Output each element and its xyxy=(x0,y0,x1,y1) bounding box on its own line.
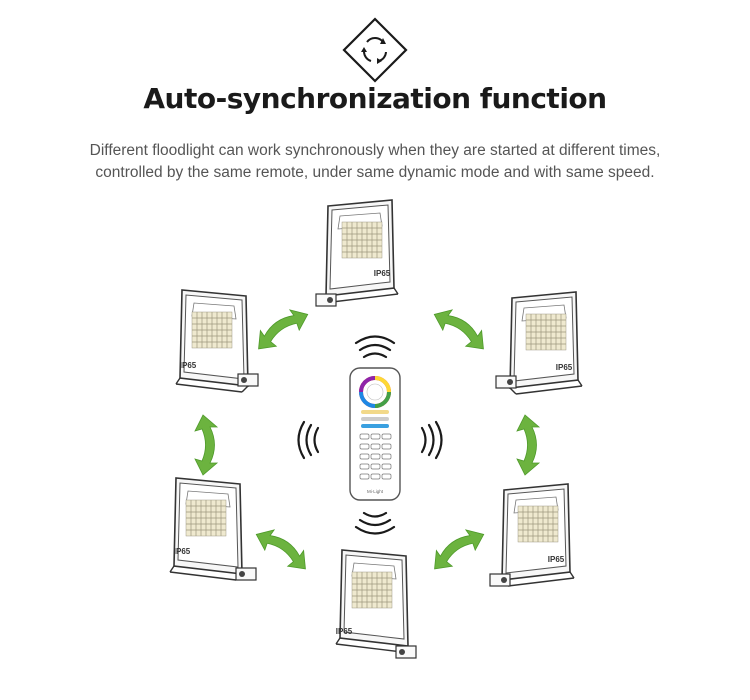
remote-brand-label: Mi·Light xyxy=(367,489,384,494)
floodlight-top: IP65 xyxy=(315,199,399,307)
sync-arrow-left xyxy=(194,414,218,476)
sync-arrow-top-right xyxy=(429,302,492,356)
sync-arrow-bottom-right xyxy=(426,522,489,576)
ip-rating-label: IP65 xyxy=(548,555,565,564)
sync-arrow-bottom-left xyxy=(251,522,314,576)
floodlight-upper-left: IP65 xyxy=(175,289,259,393)
remote-control: Mi·Light xyxy=(349,367,401,501)
auto-sync-icon xyxy=(342,17,408,83)
floodlight-bottom: IP65 xyxy=(335,549,417,659)
ip-rating-label: IP65 xyxy=(556,363,573,372)
description-line-2: controlled by the same remote, under sam… xyxy=(95,164,655,181)
sync-arrow-top-left xyxy=(250,302,313,356)
floodlight-lower-left: IP65 xyxy=(169,477,257,581)
floodlight-lower-right: IP65 xyxy=(489,483,575,587)
description: Different floodlight can work synchronou… xyxy=(0,140,750,184)
signal-waves-bottom xyxy=(354,511,396,535)
description-line-1: Different floodlight can work synchronou… xyxy=(89,142,661,159)
rgb-color-wheel-icon xyxy=(359,376,391,408)
ip-rating-label: IP65 xyxy=(174,547,191,556)
page-title: Auto-synchronization function xyxy=(143,82,607,115)
sync-arrow-right xyxy=(516,414,540,476)
signal-waves-left xyxy=(297,420,320,460)
ip-rating-label: IP65 xyxy=(374,269,391,278)
ip-rating-label: IP65 xyxy=(336,627,353,636)
ip-rating-label: IP65 xyxy=(180,361,197,370)
signal-waves-right xyxy=(420,420,443,460)
floodlight-upper-right: IP65 xyxy=(495,291,583,395)
signal-waves-top xyxy=(354,335,396,359)
